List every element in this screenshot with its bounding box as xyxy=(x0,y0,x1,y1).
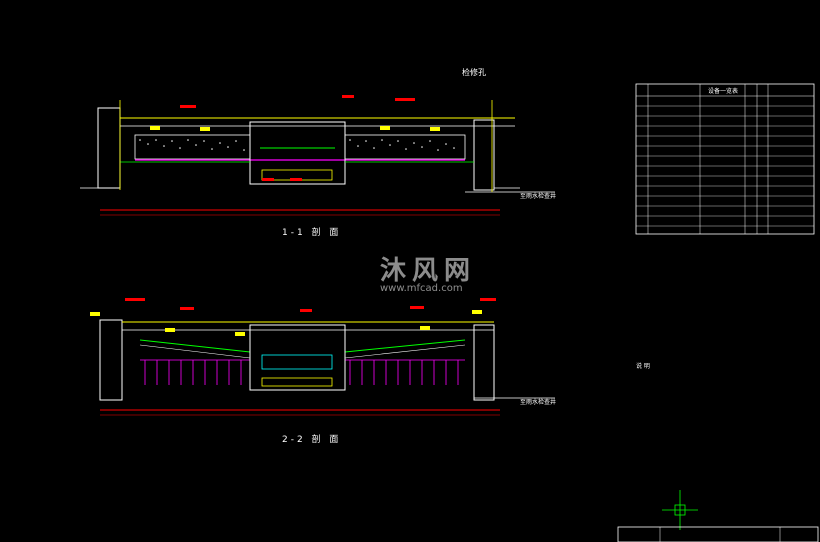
notes: 说 明 xyxy=(636,362,650,372)
outfall-label-2: 至雨水检查井 xyxy=(520,399,557,406)
top-callout: 检修孔 xyxy=(462,68,486,77)
section-2-title: 2-2 剖 面 xyxy=(282,435,342,445)
watermark-brand: 沐风网 xyxy=(380,256,477,286)
watermark-url: www.mfcad.com xyxy=(380,283,463,294)
section-2-2 xyxy=(90,298,555,416)
lateral-pipes xyxy=(140,359,465,385)
crosshair-symbol xyxy=(662,490,698,530)
section-1-1 xyxy=(80,95,555,216)
section-1-title: 1-1 剖 面 xyxy=(282,228,342,238)
equipment-table-title: 设备一览表 xyxy=(708,88,739,95)
watermark: 沐风网 www.mfcad.com xyxy=(330,250,476,294)
equipment-table xyxy=(635,83,815,235)
filter-media-pattern xyxy=(139,139,455,151)
outfall-label-1: 至雨水检查井 xyxy=(520,193,557,200)
title-block xyxy=(617,526,819,542)
notes-heading: 说 明 xyxy=(636,363,650,370)
